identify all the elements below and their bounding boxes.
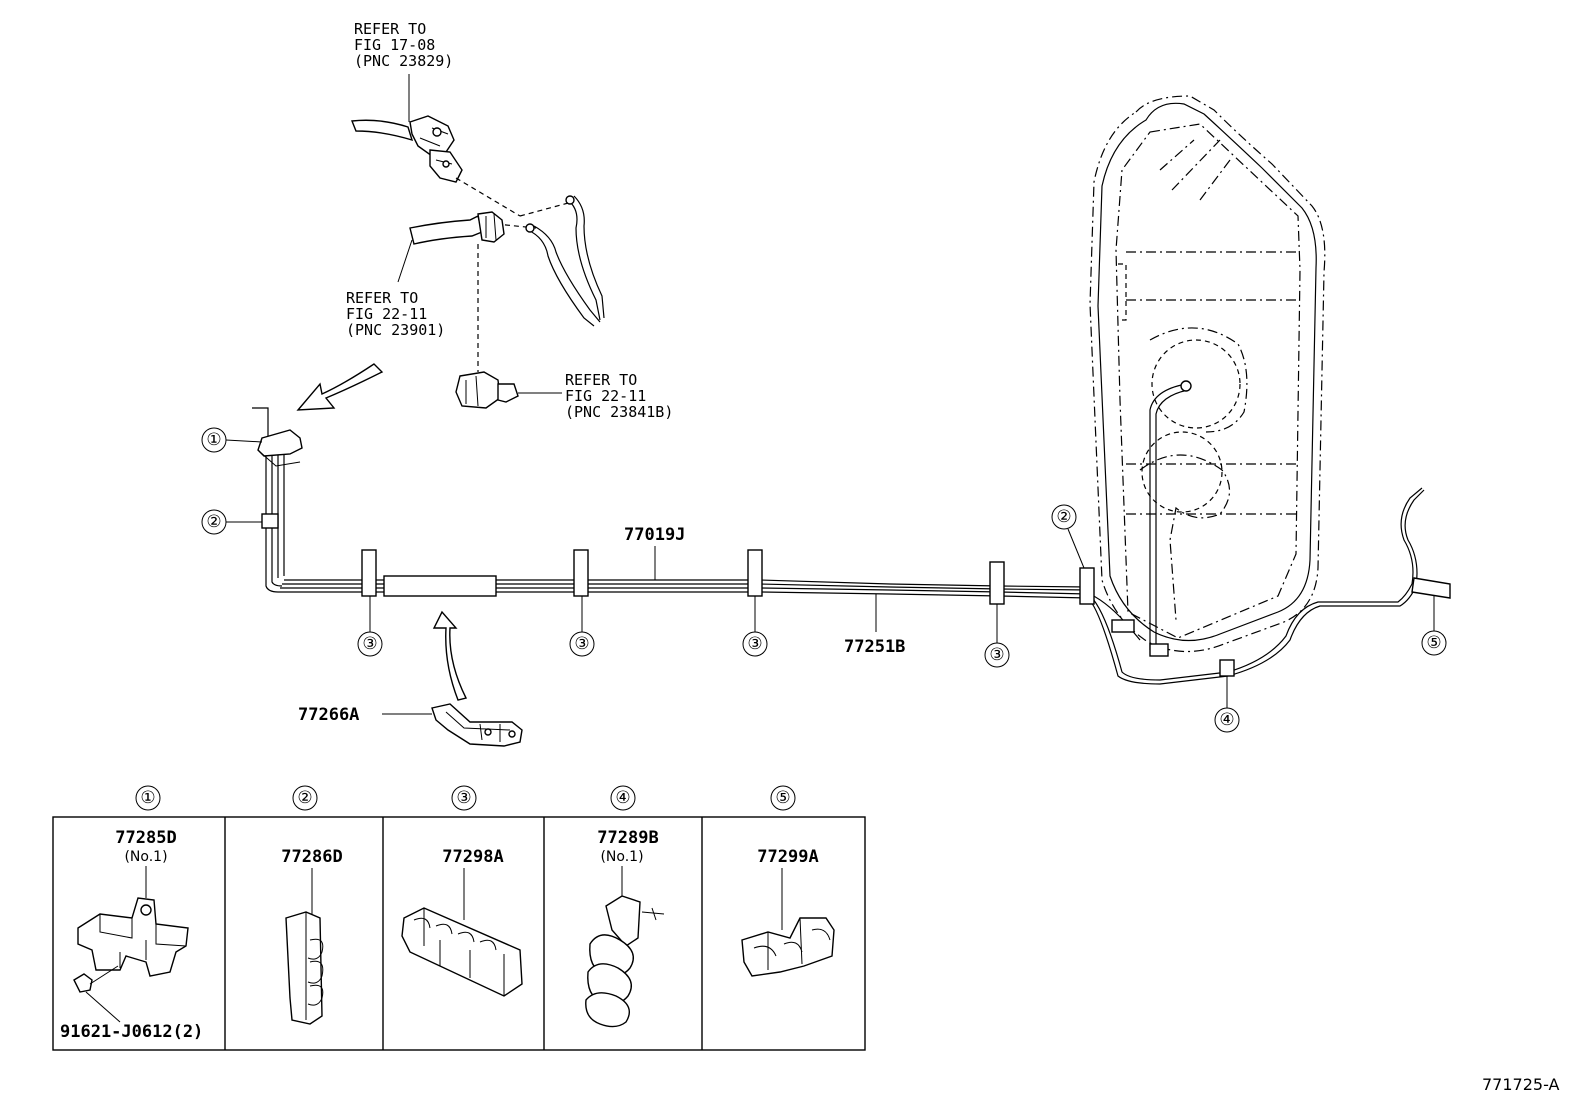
- svg-text:77266A: 77266A: [298, 705, 359, 725]
- figure-code: 771725-A: [1482, 1075, 1560, 1094]
- table-cell-77298A[interactable]: 77298A: [401, 847, 523, 997]
- clamp-1-shape: [257, 429, 303, 457]
- ref-label-fig-17-08[interactable]: REFER TO FIG 17-08 (PNC 23829): [354, 20, 453, 70]
- callout-number: ①: [206, 430, 221, 450]
- main-fuel-pipe: [252, 383, 1425, 685]
- svg-text:77251B: 77251B: [844, 637, 905, 657]
- clamp-1-hook: [259, 451, 301, 467]
- svg-text:91621-J0612(2): 91621-J0612(2): [60, 1022, 203, 1042]
- table-header-4[interactable]: ④: [610, 785, 636, 811]
- ref-line-1: REFER TO: [346, 289, 418, 307]
- svg-text:③: ③: [456, 788, 471, 808]
- table-header-5[interactable]: ⑤: [770, 785, 796, 811]
- table-header-2[interactable]: ②: [292, 785, 318, 811]
- callout-number: ②: [206, 512, 221, 532]
- pipe-upper-bend: [525, 195, 605, 327]
- svg-text:77298A: 77298A: [442, 847, 503, 867]
- callout-number: ⑤: [1426, 633, 1441, 653]
- connector-hose-upper: [351, 74, 463, 183]
- callout-2-left[interactable]: ②: [201, 509, 262, 535]
- svg-text:77019J: 77019J: [624, 525, 685, 545]
- arrow-to-clamp-1: [296, 363, 384, 411]
- callout-number: ③: [574, 634, 589, 654]
- parts-table: ① ② ③ ④ ⑤ 77285D (No.1) 9: [52, 785, 866, 1051]
- clamp-2-left: [261, 513, 279, 529]
- clamp-3-d: [989, 561, 1005, 605]
- callout-3-c[interactable]: ③: [742, 596, 768, 657]
- pipe-protector-77266A-location: [383, 575, 497, 597]
- ref-line-2: FIG 22-11: [565, 387, 646, 405]
- svg-text:②: ②: [297, 788, 312, 808]
- ref-line-2: FIG 22-11: [346, 305, 427, 323]
- callout-number: ②: [1056, 507, 1071, 527]
- svg-text:①: ①: [140, 788, 155, 808]
- callout-5[interactable]: ⑤: [1421, 596, 1447, 656]
- svg-text:(No.1): (No.1): [124, 849, 167, 865]
- callout-3-d[interactable]: ③: [984, 604, 1010, 668]
- callout-number: ③: [362, 634, 377, 654]
- protector-bracket-77266A: [431, 703, 523, 747]
- dash-guide: [495, 223, 537, 229]
- table-cell-77285D[interactable]: 77285D (No.1) 91621-J0612(2): [60, 828, 203, 1042]
- svg-text:77289B: 77289B: [597, 828, 658, 848]
- dash-guide: [455, 177, 521, 217]
- callout-number: ④: [1219, 710, 1234, 730]
- part-label-77019J[interactable]: 77019J: [624, 525, 685, 580]
- dash-guide: [519, 201, 573, 217]
- clamp-3-c: [747, 549, 763, 597]
- table-header-1[interactable]: ①: [135, 785, 161, 811]
- callout-2-right[interactable]: ②: [1051, 504, 1085, 569]
- ref-line-1: REFER TO: [565, 371, 637, 389]
- part-label-77266A[interactable]: 77266A: [298, 705, 432, 725]
- svg-text:77286D: 77286D: [281, 847, 342, 867]
- clamp-2-right: [1079, 567, 1095, 605]
- tank-clip: [1149, 643, 1169, 657]
- svg-text:⑤: ⑤: [775, 788, 790, 808]
- callout-3-a[interactable]: ③: [357, 596, 383, 657]
- clamp-5: [1411, 577, 1451, 599]
- svg-text:77299A: 77299A: [757, 847, 818, 867]
- svg-text:77285D: 77285D: [115, 828, 176, 848]
- ref-line-1: REFER TO: [354, 20, 426, 38]
- clamp-3-b: [573, 549, 589, 597]
- ref-label-fig-22-11-a[interactable]: REFER TO FIG 22-11 (PNC 23901): [346, 289, 445, 339]
- clamp-3-a: [361, 549, 377, 597]
- table-cell-77286D[interactable]: 77286D: [281, 847, 343, 1025]
- callout-number: ③: [747, 634, 762, 654]
- connector-hose-middle: [397, 211, 505, 283]
- callout-3-b[interactable]: ③: [569, 596, 595, 657]
- callout-number: ③: [989, 645, 1004, 665]
- svg-text:④: ④: [615, 788, 630, 808]
- pump-opening: [1151, 339, 1241, 429]
- table-cell-77289B[interactable]: 77289B (No.1): [585, 828, 665, 1028]
- svg-text:(No.1): (No.1): [600, 849, 643, 865]
- arrow-to-protector: [432, 610, 468, 701]
- clamp-4: [1219, 659, 1235, 677]
- table-cell-77299A[interactable]: 77299A: [741, 847, 835, 977]
- part-label-77251B[interactable]: 77251B: [844, 594, 905, 657]
- table-header-3[interactable]: ③: [451, 785, 477, 811]
- sender-opening: [1141, 431, 1223, 513]
- tank-clip: [1111, 619, 1135, 633]
- callout-1-top[interactable]: ①: [201, 427, 263, 453]
- ref-line-3: (PNC 23829): [354, 52, 453, 70]
- ref-line-3: (PNC 23841B): [565, 403, 673, 421]
- ref-label-fig-22-11-b[interactable]: REFER TO FIG 22-11 (PNC 23841B): [565, 371, 673, 421]
- fuel-tank: [1089, 95, 1326, 657]
- ref-line-2: FIG 17-08: [354, 36, 435, 54]
- connector-lower: [455, 371, 562, 409]
- callout-4[interactable]: ④: [1214, 676, 1240, 733]
- ref-line-3: (PNC 23901): [346, 321, 445, 339]
